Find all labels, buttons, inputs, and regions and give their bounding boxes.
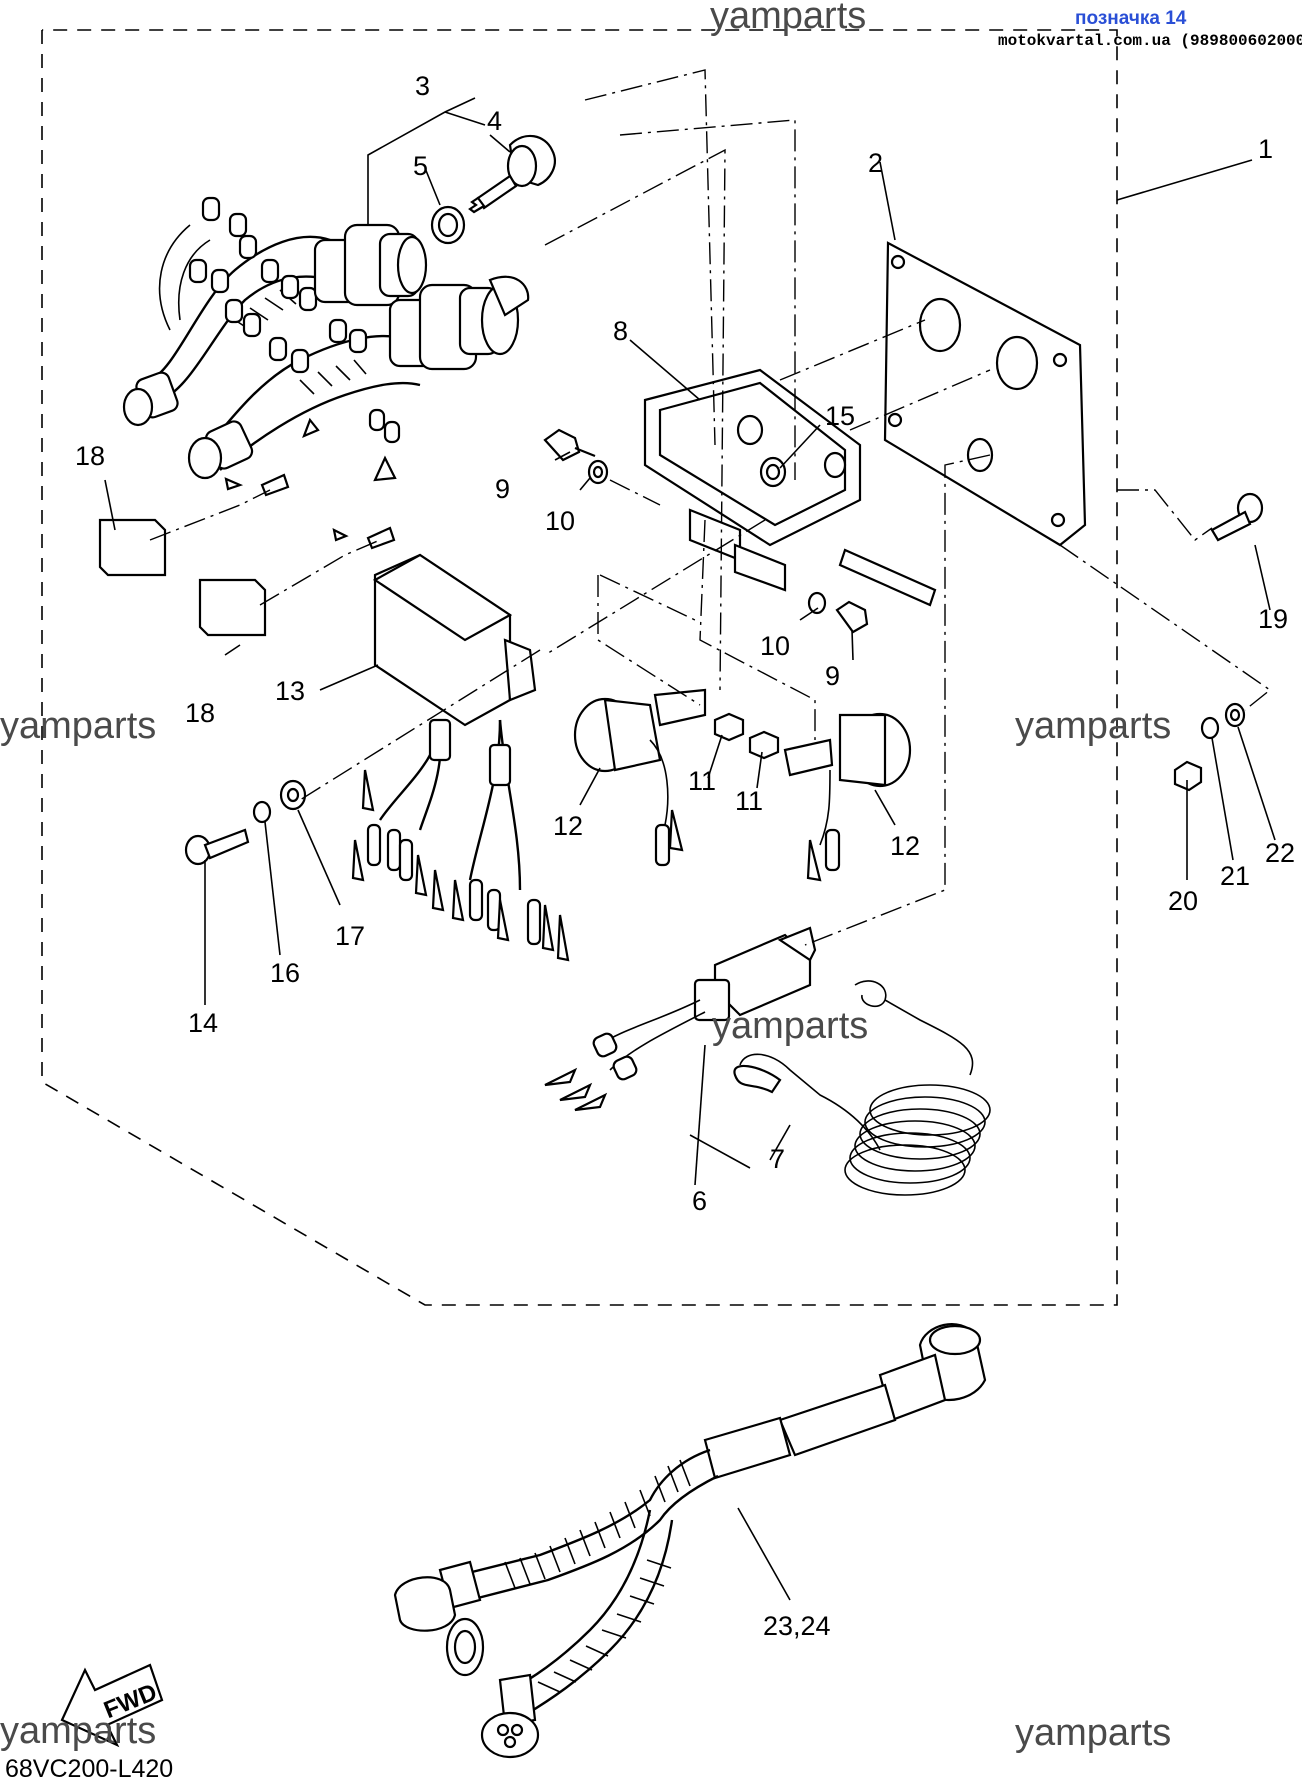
callout-8: 8 <box>613 316 628 346</box>
washer-17 <box>279 779 307 811</box>
callout-15: 15 <box>825 401 855 431</box>
callout-13: 13 <box>275 676 305 706</box>
assembly-boundary <box>41 29 1118 1306</box>
watermark: yamparts <box>1015 705 1171 747</box>
chain-lines <box>149 69 1272 946</box>
diagram-code: 68VC200-L420 <box>5 1755 173 1783</box>
callout-5: 5 <box>413 151 428 181</box>
control-unit <box>372 553 537 891</box>
callout-9-lower: 9 <box>825 661 840 691</box>
site-label: motokvartal.com.ua (989800602000) <box>998 32 1302 50</box>
leader-lines <box>104 97 1276 1601</box>
buzzer-right <box>783 712 912 882</box>
nut-20 <box>1173 760 1203 792</box>
callout-19: 19 <box>1258 604 1288 634</box>
engine-stop-switch <box>544 926 817 1112</box>
mounting-bracket <box>643 368 862 592</box>
screw-14 <box>184 828 250 866</box>
lanyard <box>733 980 991 1196</box>
grommet-lower <box>198 578 267 637</box>
grommet-upper <box>98 518 167 577</box>
callout-3: 3 <box>415 71 430 101</box>
callout-18-upper: 18 <box>75 441 105 471</box>
callout-20: 20 <box>1168 886 1198 916</box>
callout-14: 14 <box>188 1008 218 1038</box>
callout-12-left: 12 <box>553 811 583 841</box>
callout-16: 16 <box>270 958 300 988</box>
watermarks: yamparts yamparts yamparts yamparts yamp… <box>0 0 1171 1754</box>
callout-4: 4 <box>487 106 502 136</box>
watermark: yamparts <box>1015 1712 1171 1754</box>
extension-harness <box>393 1323 987 1759</box>
screw-9-lower <box>835 600 869 634</box>
callout-7: 7 <box>770 1144 785 1174</box>
callouts: 1 2 3 4 5 8 15 9 10 18 18 13 10 9 11 11 … <box>75 71 1295 1641</box>
callout-9-upper: 9 <box>495 474 510 504</box>
watermark: yamparts <box>0 705 156 747</box>
washer-10-lower <box>807 591 827 615</box>
badge-label: позначка 14 <box>1075 8 1187 29</box>
watermark: yamparts <box>712 1005 868 1047</box>
washer-22 <box>1224 702 1246 728</box>
callout-11-right: 11 <box>735 786 763 816</box>
callout-1: 1 <box>1258 134 1273 164</box>
callout-17: 17 <box>335 921 365 951</box>
spring-washer-21 <box>1200 716 1220 740</box>
spring-washer-16 <box>252 800 272 824</box>
callout-11-left: 11 <box>688 766 716 796</box>
callout-10-lower: 10 <box>760 631 790 661</box>
watermark: yamparts <box>0 1710 156 1752</box>
main-switch-harness <box>122 134 556 482</box>
buzzer-left <box>573 688 707 867</box>
callout-21: 21 <box>1220 861 1250 891</box>
callout-10-upper: 10 <box>545 506 575 536</box>
callout-18-lower: 18 <box>185 698 215 728</box>
callout-6: 6 <box>692 1186 707 1216</box>
callout-23-24: 23,24 <box>763 1611 831 1641</box>
callout-2: 2 <box>868 148 883 178</box>
washer-10-upper <box>587 459 609 485</box>
callout-12-right: 12 <box>890 831 920 861</box>
screw-9-upper <box>543 428 596 462</box>
watermark: yamparts <box>710 0 866 37</box>
callout-22: 22 <box>1265 838 1295 868</box>
switch-panel-plate <box>883 241 1087 547</box>
bolt-19 <box>1210 492 1264 542</box>
